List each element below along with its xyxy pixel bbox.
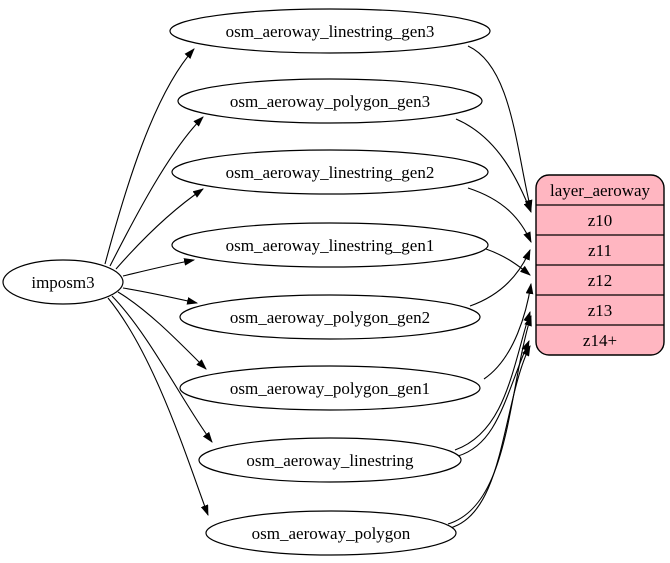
node-osm-aeroway-linestring: osm_aeroway_linestring bbox=[198, 437, 462, 483]
table-ellipse bbox=[179, 365, 481, 411]
edge-osm-aeroway-linestring-gen2-to-z11 bbox=[467, 187, 532, 244]
row-z13: z13 bbox=[588, 301, 613, 320]
edge-osm-aeroway-linestring-to-z14 bbox=[457, 339, 530, 457]
edge-osm-aeroway-linestring-gen3-to-z10 bbox=[467, 45, 533, 212]
table-label: osm_aeroway_polygon_gen2 bbox=[230, 308, 430, 327]
node-osm-aeroway-linestring-gen3: osm_aeroway_linestring_gen3 bbox=[169, 8, 491, 54]
edge-osm-aeroway-polygon-gen2-to-z11 bbox=[469, 248, 531, 307]
edge-imposm3-to-osm-aeroway-linestring bbox=[111, 295, 213, 443]
node-osm-aeroway-polygon-gen1: osm_aeroway_polygon_gen1 bbox=[179, 365, 481, 411]
node-imposm3: imposm3 bbox=[2, 259, 124, 305]
table-ellipse bbox=[198, 437, 462, 483]
edges-tables-to-layer bbox=[447, 45, 534, 529]
edge-imposm3-to-osm-aeroway-linestring-gen1 bbox=[122, 258, 196, 277]
node-osm-aeroway-linestring-gen1: osm_aeroway_linestring_gen1 bbox=[171, 222, 489, 268]
row-z14plus: z14+ bbox=[583, 331, 617, 350]
node-osm-aeroway-polygon-gen2: osm_aeroway_polygon_gen2 bbox=[179, 294, 481, 340]
imposm3-ellipse bbox=[2, 259, 124, 305]
edge-osm-aeroway-linestring-gen1-to-z12 bbox=[485, 248, 531, 276]
table-label: osm_aeroway_polygon bbox=[252, 524, 411, 543]
table-ellipse bbox=[205, 510, 457, 556]
edge-imposm3-to-osm-aeroway-polygon-gen3 bbox=[109, 116, 204, 267]
table-label: osm_aeroway_polygon_gen3 bbox=[230, 92, 430, 111]
edge-osm-aeroway-polygon-gen1-to-z12 bbox=[483, 282, 534, 380]
table-ellipse bbox=[179, 294, 481, 340]
table-label: osm_aeroway_linestring_gen2 bbox=[226, 163, 435, 182]
row-z11: z11 bbox=[588, 241, 612, 260]
node-layer-aeroway: layer_aeroway z10 z11 z12 z13 z14+ bbox=[535, 174, 665, 356]
node-osm-aeroway-polygon-gen3: osm_aeroway_polygon_gen3 bbox=[177, 78, 483, 124]
edge-osm-aeroway-polygon-gen3-to-z10 bbox=[455, 118, 532, 214]
edge-imposm3-to-osm-aeroway-polygon-gen1 bbox=[117, 291, 207, 370]
edge-imposm3-to-osm-aeroway-linestring-gen3 bbox=[104, 48, 195, 265]
node-osm-aeroway-linestring-gen2: osm_aeroway_linestring_gen2 bbox=[171, 149, 489, 195]
edge-imposm3-to-osm-aeroway-polygon-gen2 bbox=[122, 287, 199, 305]
table-label: osm_aeroway_linestring_gen3 bbox=[226, 22, 435, 41]
row-z12: z12 bbox=[588, 271, 613, 290]
edge-osm-aeroway-linestring-to-z13 bbox=[454, 310, 531, 451]
table-label: osm_aeroway_linestring_gen1 bbox=[226, 236, 435, 255]
table-ellipse bbox=[169, 8, 491, 54]
table-ellipse bbox=[177, 78, 483, 124]
table-ellipse bbox=[171, 222, 489, 268]
layer-aeroway-title: layer_aeroway bbox=[550, 181, 651, 200]
edge-imposm3-to-osm-aeroway-polygon bbox=[107, 297, 209, 517]
row-z10: z10 bbox=[588, 211, 613, 230]
table-ellipse bbox=[171, 149, 489, 195]
table-label: osm_aeroway_polygon_gen1 bbox=[230, 379, 430, 398]
imposm3-label: imposm3 bbox=[31, 273, 94, 292]
edge-osm-aeroway-polygon-to-z13 bbox=[447, 314, 532, 525]
edge-osm-aeroway-polygon-to-z14 bbox=[449, 345, 531, 529]
table-label: osm_aeroway_linestring bbox=[246, 451, 414, 470]
edge-imposm3-to-osm-aeroway-linestring-gen2 bbox=[115, 188, 204, 270]
node-osm-aeroway-polygon: osm_aeroway_polygon bbox=[205, 510, 457, 556]
edges-source-to-tables bbox=[104, 48, 213, 517]
